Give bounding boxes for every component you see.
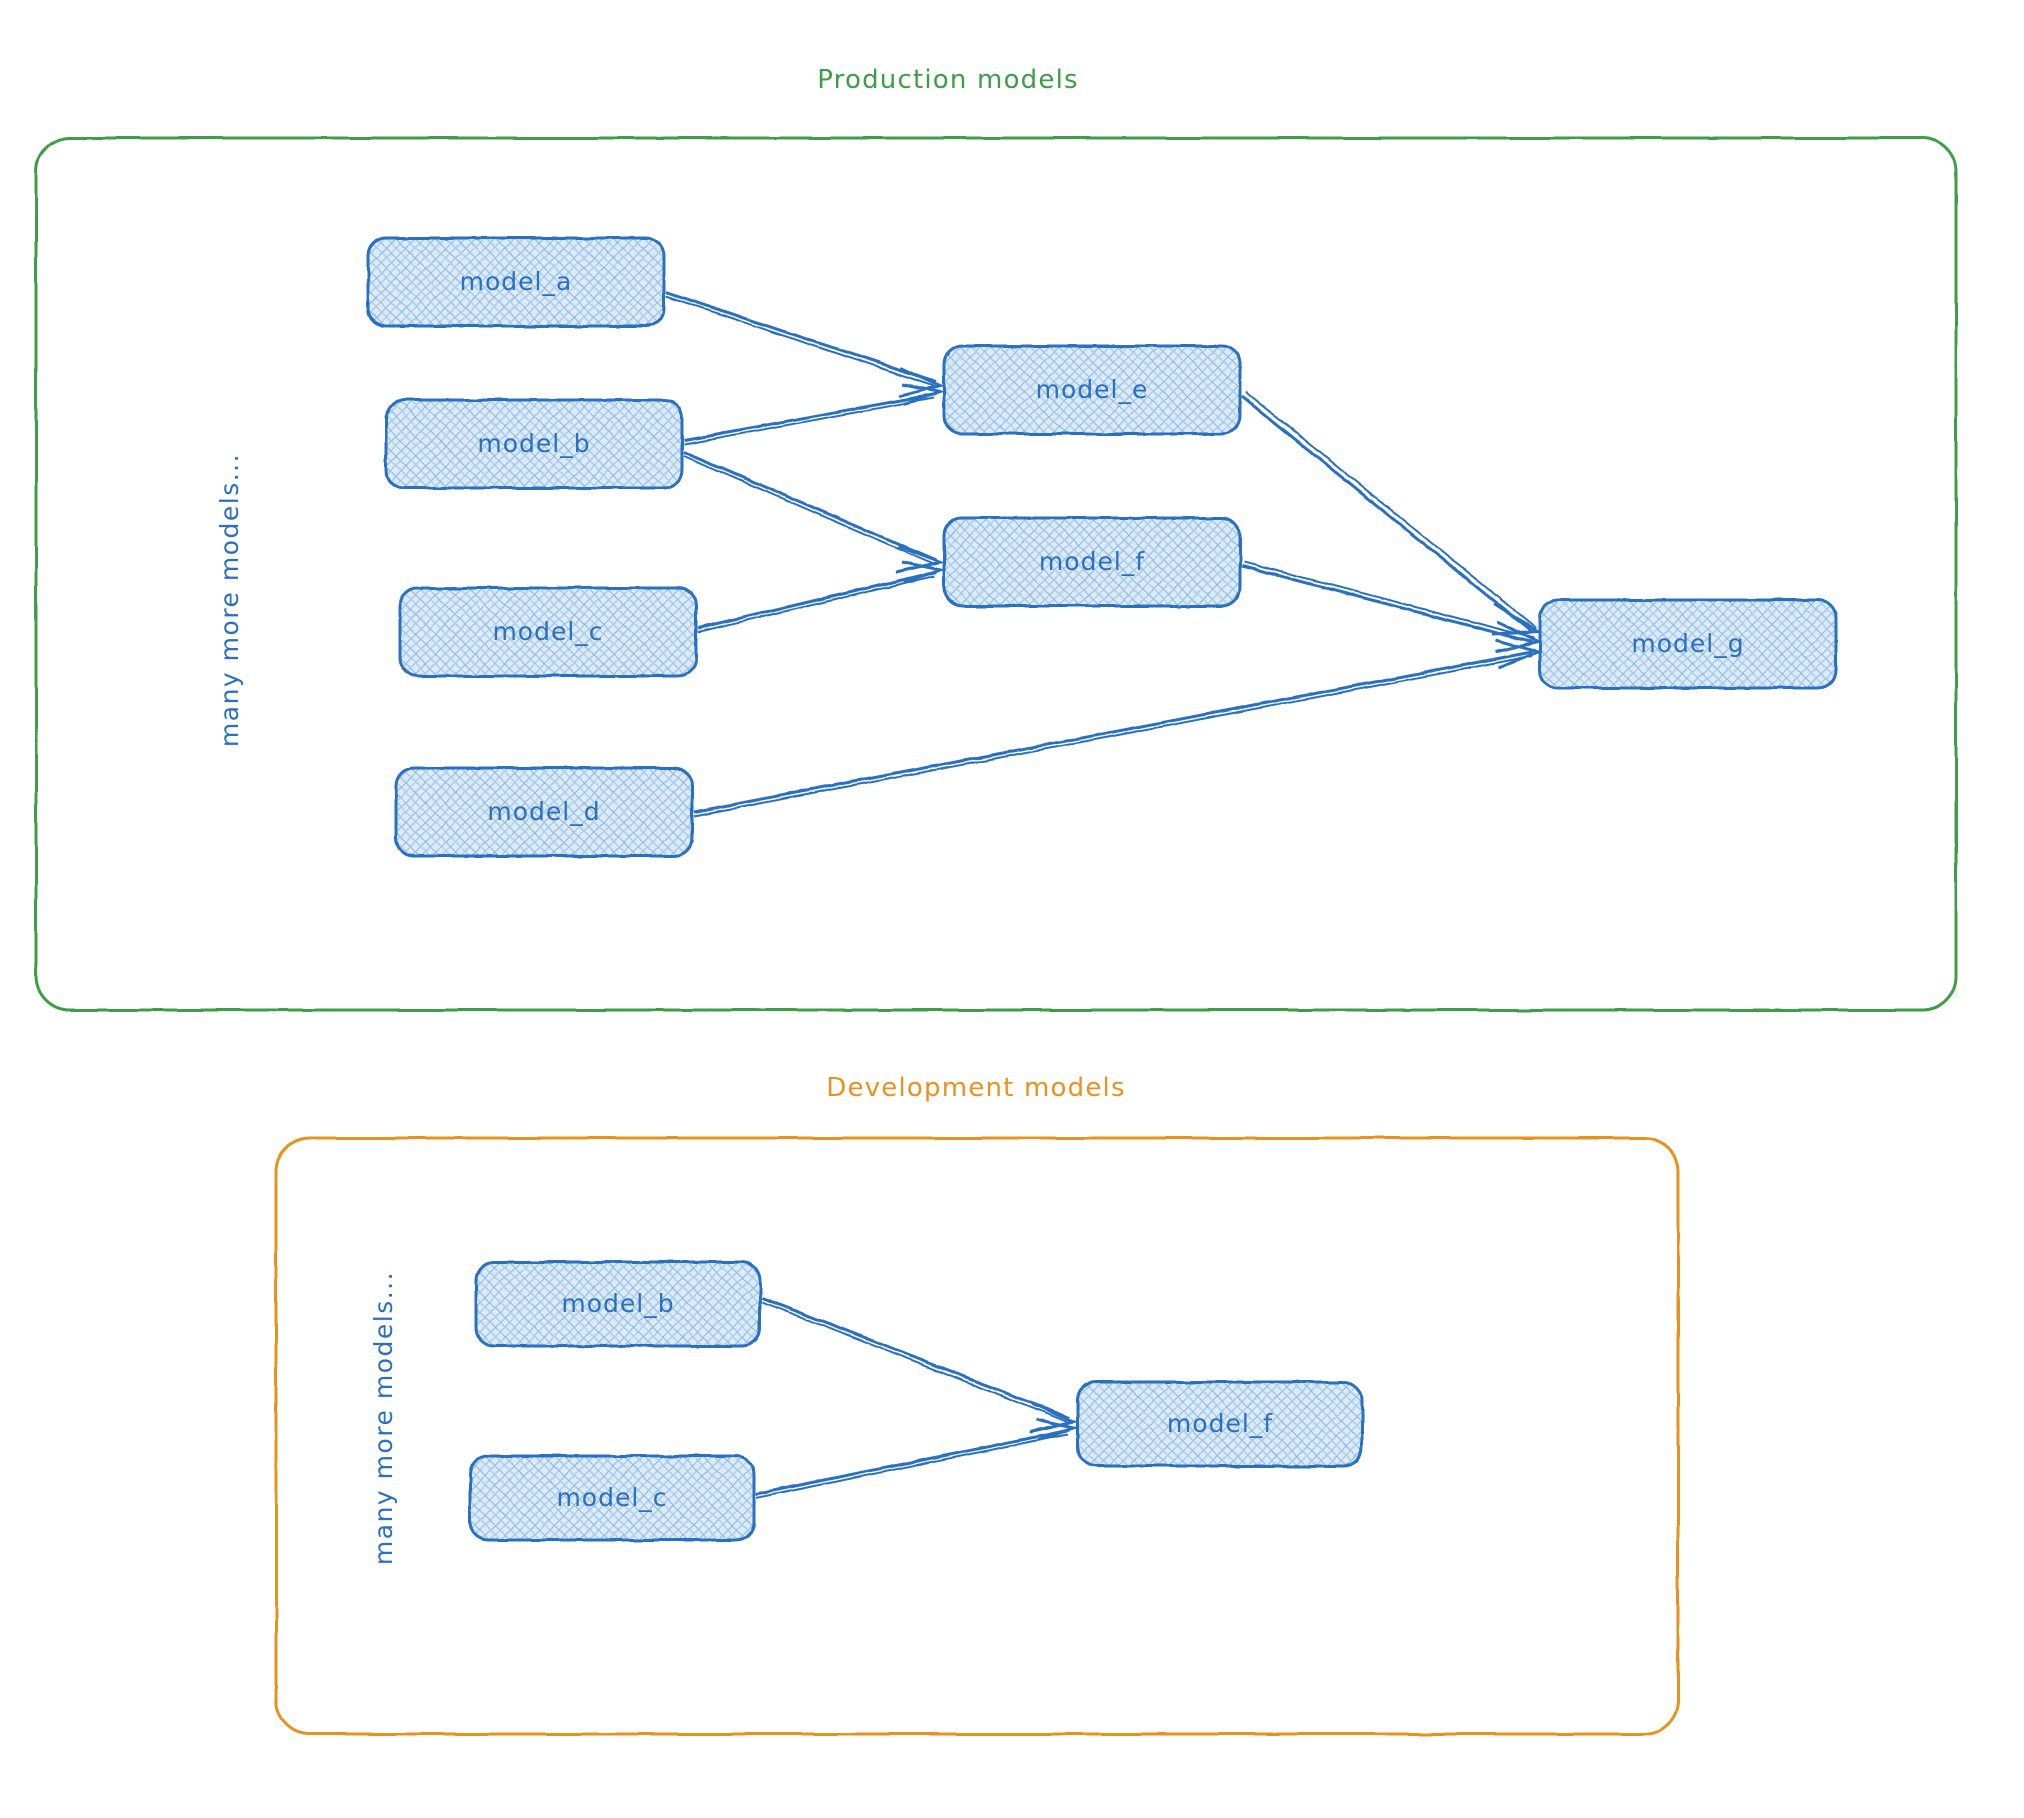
development-group-border bbox=[274, 1136, 1680, 1736]
edge-model-b-to-model-f bbox=[683, 450, 937, 562]
production-group-title: Production models bbox=[817, 65, 1079, 95]
node-model-d[interactable]: model_d bbox=[394, 766, 694, 858]
production-edges bbox=[665, 290, 1543, 817]
node-model-f[interactable]: model_f bbox=[942, 516, 1242, 608]
arrowhead-dev-model-f-b bbox=[1029, 1402, 1079, 1434]
production-group-border bbox=[34, 136, 1958, 1012]
node-model-g-label: model_g bbox=[1631, 629, 1744, 658]
edge-model-b-to-model-e bbox=[683, 392, 937, 442]
node-dev-model-f[interactable]: model_f bbox=[1076, 1380, 1364, 1468]
node-model-f-label: model_f bbox=[1039, 547, 1145, 576]
arrowhead-model-g-e bbox=[1491, 602, 1543, 636]
node-model-g[interactable]: model_g bbox=[1538, 598, 1838, 690]
arrowhead-model-f-b bbox=[895, 544, 946, 574]
edge-model-e-to-model-g bbox=[1241, 394, 1533, 634]
development-side-label: many more models... bbox=[369, 1271, 398, 1565]
edge-model-f-to-model-g bbox=[1241, 564, 1533, 644]
node-model-c[interactable]: model_c bbox=[398, 586, 698, 678]
node-dev-model-b[interactable]: model_b bbox=[474, 1260, 762, 1348]
arrowhead-model-g-f bbox=[1495, 620, 1543, 654]
node-dev-model-c[interactable]: model_c bbox=[468, 1454, 756, 1542]
edge-model-c-to-model-f bbox=[697, 570, 937, 630]
edge-model-a-to-model-e bbox=[665, 290, 937, 384]
node-dev-model-f-label: model_f bbox=[1167, 1409, 1273, 1438]
node-model-b[interactable]: model_b bbox=[384, 398, 684, 490]
node-model-e-label: model_e bbox=[1036, 375, 1149, 404]
production-side-label: many more models... bbox=[215, 453, 244, 747]
node-model-c-label: model_c bbox=[492, 617, 603, 646]
arrowhead-model-f-c bbox=[901, 560, 946, 584]
development-group-title: Development models bbox=[826, 1073, 1125, 1103]
arrowhead-model-g-d bbox=[1495, 638, 1543, 670]
node-model-e[interactable]: model_e bbox=[942, 344, 1242, 436]
node-dev-model-c-label: model_c bbox=[556, 1483, 667, 1512]
node-dev-model-b-label: model_b bbox=[561, 1289, 674, 1318]
edge-dev-model-b-to-model-f bbox=[761, 1296, 1071, 1420]
arrowhead-model-e-a bbox=[897, 366, 945, 398]
node-model-a[interactable]: model_a bbox=[366, 236, 666, 328]
development-edges bbox=[755, 1296, 1080, 1499]
group-development: Development models many more models... m… bbox=[274, 1073, 1680, 1736]
group-production: Production models many more models... bbox=[34, 65, 1958, 1012]
node-model-a-label: model_a bbox=[460, 267, 573, 296]
edge-dev-model-c-to-model-f bbox=[755, 1428, 1071, 1496]
arrowhead-dev-model-f-c bbox=[1035, 1418, 1080, 1442]
arrowhead-model-e-b bbox=[901, 382, 946, 406]
node-model-d-label: model_d bbox=[487, 797, 600, 826]
edge-model-d-to-model-g bbox=[693, 650, 1533, 814]
node-model-b-label: model_b bbox=[477, 429, 590, 458]
